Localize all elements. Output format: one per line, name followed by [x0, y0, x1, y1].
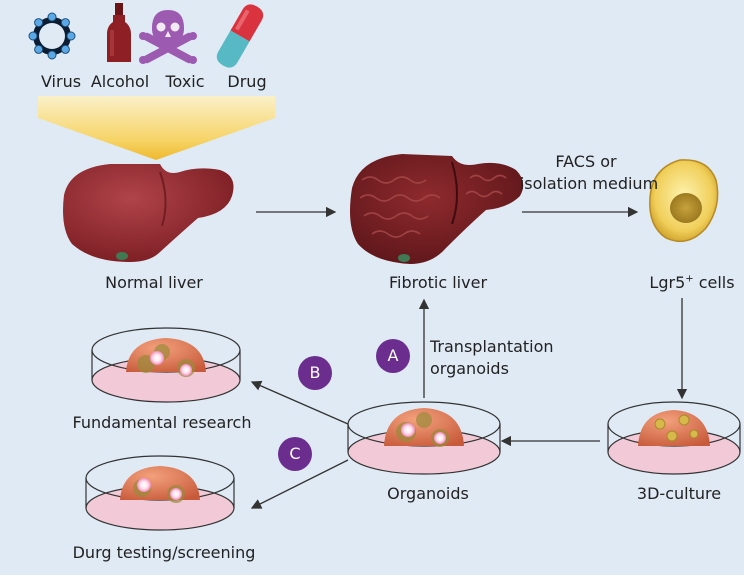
dish-drug-testing	[85, 455, 235, 531]
fibrotic-liver-illustration	[350, 154, 524, 264]
fundamental-research-label: Fundamental research	[72, 413, 252, 432]
cause-label-drug: Drug	[227, 72, 267, 91]
cause-label-virus: Virus	[40, 72, 82, 91]
fibrotic-liver-label: Fibrotic liver	[388, 273, 488, 292]
dish-fundamental-research	[91, 327, 241, 403]
facs-label-line2: isolation medium	[519, 174, 659, 193]
normal-liver-label: Normal liver	[105, 273, 203, 292]
lgr5-cell-illustration	[649, 159, 719, 243]
dish-organoids	[347, 401, 501, 475]
virus-icon	[28, 12, 76, 60]
arrow-organoids-to-screening	[250, 459, 349, 509]
cause-label-alcohol: Alcohol	[90, 72, 150, 91]
drug-testing-label: Durg testing/screening	[72, 543, 256, 562]
transplantation-label-line2: organoids	[430, 359, 509, 378]
organoids-label: Organoids	[387, 484, 469, 503]
lgr5-cells-label: Lgr5+ cells	[649, 273, 735, 292]
facs-label-line1: FACS or	[555, 152, 617, 171]
normal-liver-illustration	[63, 164, 234, 262]
skull-crossbones-icon	[139, 10, 197, 64]
funnel-shape	[38, 96, 275, 160]
arrow-organoids-to-research	[250, 380, 349, 425]
bottle-icon	[107, 3, 131, 62]
3d-culture-label: 3D-culture	[636, 484, 722, 503]
capsule-icon	[216, 4, 264, 68]
dish-3d-culture	[607, 401, 741, 475]
badge-c: C	[278, 437, 312, 471]
badge-b: B	[298, 356, 332, 390]
badge-a: A	[376, 339, 410, 373]
transplantation-label-line1: Transplantation	[430, 337, 554, 356]
cause-label-toxic: Toxic	[165, 72, 205, 91]
